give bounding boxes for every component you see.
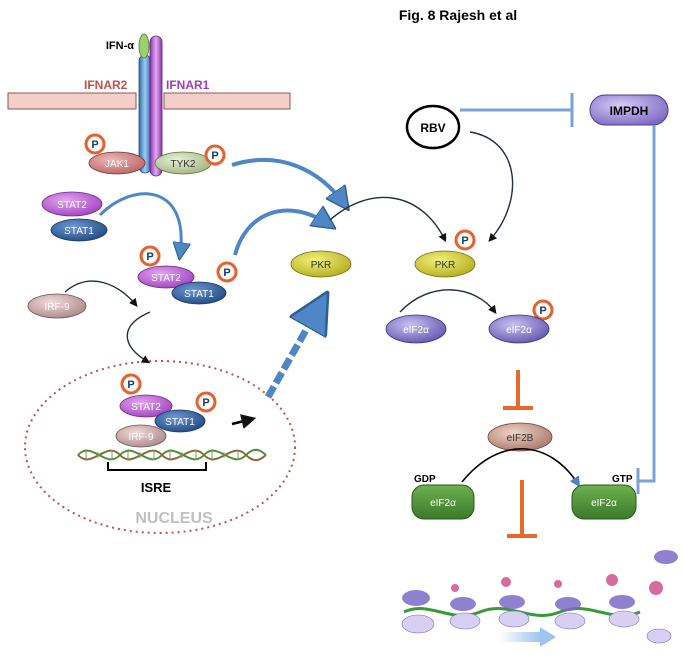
- phospho-icon: P: [139, 245, 161, 267]
- svg-text:P: P: [202, 397, 209, 409]
- pkr-protein: [290, 250, 352, 278]
- phospho-badges: P P P P P P P P: [84, 133, 554, 413]
- eif2a-gdp-label: eIF2α: [430, 498, 456, 509]
- impdh-enzyme: [589, 94, 669, 126]
- gdp-label: GDP: [414, 474, 436, 485]
- pkr-to-ppkr-arrow: [329, 196, 447, 243]
- irf9-label: IRF-9: [45, 302, 70, 313]
- gtp-label: GTP: [612, 474, 633, 485]
- phospho-icon: P: [195, 391, 217, 413]
- isre-bracket: [107, 462, 207, 471]
- p-stat1-label: STAT1: [184, 289, 214, 300]
- eif2a-label: eIF2α: [403, 325, 429, 336]
- isre-label: ISRE: [141, 480, 172, 495]
- svg-text:P: P: [223, 267, 230, 279]
- svg-text:P: P: [539, 305, 546, 317]
- p-eif2a-inhibits-eif2b: [503, 370, 533, 410]
- p-stat2-label: STAT2: [151, 273, 181, 284]
- ifnar2-label: IFNAR2: [84, 78, 128, 92]
- translation-inhibition: [507, 480, 537, 538]
- eif2a-gtp-complex: [571, 484, 637, 520]
- p-pkr-label: PKR: [435, 260, 456, 271]
- tyk2-to-pkr-arrow: [231, 158, 345, 205]
- ifnar1-label: IFNAR1: [166, 78, 210, 92]
- stat-to-pkr-arrow: [233, 211, 330, 256]
- ifnar2-chain: [138, 54, 152, 174]
- isre-output-arrow: [231, 414, 257, 429]
- svg-text:P: P: [146, 251, 153, 263]
- stat1-protein: [50, 218, 108, 242]
- nuclear-irf9-protein: [115, 424, 167, 448]
- eif2b-protein: [487, 422, 553, 452]
- p-eif2a-label: eIF2α: [506, 325, 532, 336]
- pkr-label: PKR: [311, 260, 332, 271]
- phospho-icon: P: [454, 229, 476, 251]
- stat-recruit-arrow: [98, 192, 181, 255]
- eif2b-label: eIF2B: [507, 433, 534, 444]
- jak1-label: JAK1: [105, 159, 129, 170]
- tyk2-label: TYK2: [170, 159, 195, 170]
- phospho-icon: P: [204, 144, 226, 166]
- nucleus-boundary: [24, 360, 296, 534]
- p-pkr-protein: [414, 250, 476, 278]
- stat2-protein: [41, 191, 103, 217]
- figure-title: Fig. 8 Rajesh et al: [399, 7, 517, 23]
- dna-helix: [77, 448, 267, 462]
- ifn-alpha-label: IFN-α: [106, 40, 134, 52]
- nuclear-stat2-protein: [119, 394, 173, 418]
- svg-text:P: P: [461, 235, 468, 247]
- rbv-label: RBV: [420, 121, 445, 135]
- phospho-icon: P: [216, 261, 238, 283]
- eif2a-gtp-label: eIF2α: [591, 498, 617, 509]
- p-eif2a-protein: [488, 314, 550, 344]
- rbv-to-pkr-arrow: [469, 131, 514, 242]
- stat2-label: STAT2: [57, 200, 87, 211]
- nuclear-stat1-label: STAT1: [165, 417, 195, 428]
- irf9-recruit-arrow: [64, 280, 138, 307]
- svg-text:P: P: [91, 139, 98, 151]
- stat1-label: STAT1: [64, 226, 94, 237]
- phospho-icon: P: [532, 299, 554, 321]
- phospho-icon: P: [120, 373, 142, 395]
- p-stat1-protein: [171, 281, 227, 305]
- nucleus-label: NUCLEUS: [135, 510, 213, 527]
- ifn-alpha-ligand: [138, 33, 150, 59]
- pkr-induction-arrow: [264, 302, 322, 399]
- nuclear-irf9-label: IRF-9: [129, 432, 154, 443]
- rbv-inhibits-impdh: [460, 93, 574, 127]
- nuclear-import-arrow: [126, 311, 151, 364]
- p-stat2-protein: [137, 265, 195, 289]
- impdh-label: IMPDH: [610, 104, 649, 118]
- gdp-gtp-exchange-arrow: [461, 448, 578, 484]
- cell-membrane-left: [7, 92, 137, 110]
- nuclear-stat2-label: STAT2: [131, 402, 161, 413]
- translation-schematic: [401, 550, 678, 647]
- irf9-protein: [27, 293, 87, 319]
- eif2a-phosphorylation-arrow: [399, 289, 497, 315]
- impdh-inhibits-gtp: [636, 125, 656, 494]
- cell-membrane-right: [163, 92, 291, 110]
- svg-text:P: P: [127, 379, 134, 391]
- phospho-icon: P: [84, 133, 106, 155]
- translation-direction-arrow: [500, 632, 540, 642]
- ifnar1-chain: [149, 35, 163, 177]
- nuclear-stat1-protein: [154, 409, 206, 433]
- rbv-molecule: [405, 104, 461, 150]
- eif2a-protein: [385, 314, 447, 344]
- svg-text:P: P: [211, 150, 218, 162]
- eif2a-gdp-complex: [411, 484, 475, 520]
- jak1-protein: [88, 151, 146, 175]
